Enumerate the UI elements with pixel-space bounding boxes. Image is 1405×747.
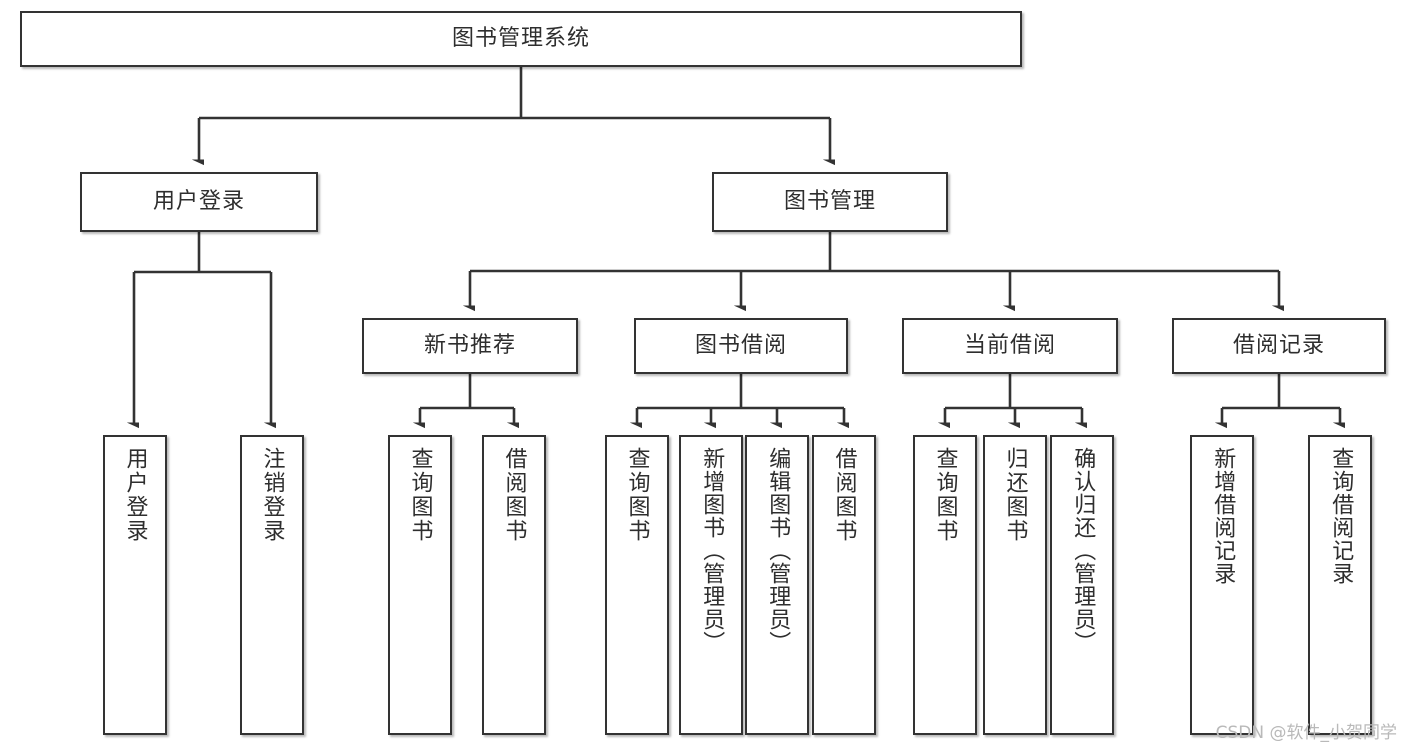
node-leaf-query-book-nr-label: 查询图书 xyxy=(407,447,433,543)
node-leaf-query-book-bb-label: 查询图书 xyxy=(624,447,650,543)
node-leaf-borrow-book-nr-label: 借阅图书 xyxy=(501,447,527,543)
node-leaf-borrow-book-bb[interactable]: 借阅图书 xyxy=(812,435,876,735)
node-leaf-query-borrow-record-label: 查询借阅记录 xyxy=(1328,447,1354,585)
node-leaf-add-book-admin-label: 新增图书（管理员） xyxy=(699,447,725,654)
node-new-book-recommend[interactable]: 新书推荐 xyxy=(362,318,578,374)
node-leaf-user-logout-label: 注销登录 xyxy=(259,447,285,543)
node-new-book-recommend-label: 新书推荐 xyxy=(423,332,516,358)
node-leaf-query-book-cb[interactable]: 查询图书 xyxy=(913,435,977,735)
node-current-borrow[interactable]: 当前借阅 xyxy=(902,318,1118,374)
watermark: CSDN @软件_小贺同学 xyxy=(1215,723,1397,743)
node-leaf-edit-book-admin[interactable]: 编辑图书（管理员） xyxy=(745,435,809,735)
node-root[interactable]: 图书管理系统 xyxy=(20,11,1022,67)
node-leaf-confirm-return-admin[interactable]: 确认归还（管理员） xyxy=(1050,435,1114,735)
node-leaf-query-borrow-record[interactable]: 查询借阅记录 xyxy=(1308,435,1372,735)
node-leaf-return-book-label: 归还图书 xyxy=(1002,447,1028,543)
node-book-manage-label: 图书管理 xyxy=(783,188,876,214)
node-leaf-user-login[interactable]: 用户登录 xyxy=(103,435,167,735)
node-leaf-return-book[interactable]: 归还图书 xyxy=(983,435,1047,735)
node-leaf-add-borrow-record[interactable]: 新增借阅记录 xyxy=(1190,435,1254,735)
node-leaf-query-book-nr[interactable]: 查询图书 xyxy=(388,435,452,735)
node-leaf-borrow-book-nr[interactable]: 借阅图书 xyxy=(482,435,546,735)
node-book-manage[interactable]: 图书管理 xyxy=(712,172,948,232)
node-leaf-borrow-book-bb-label: 借阅图书 xyxy=(831,447,857,543)
node-borrow-record-label: 借阅记录 xyxy=(1232,332,1325,358)
node-user-login-label: 用户登录 xyxy=(152,188,245,214)
node-user-login[interactable]: 用户登录 xyxy=(80,172,318,232)
node-leaf-edit-book-admin-label: 编辑图书（管理员） xyxy=(765,447,791,654)
node-leaf-query-book-cb-label: 查询图书 xyxy=(932,447,958,543)
node-current-borrow-label: 当前借阅 xyxy=(963,332,1056,358)
node-leaf-user-login-label: 用户登录 xyxy=(122,447,148,543)
node-book-borrow-label: 图书借阅 xyxy=(694,332,787,358)
node-book-borrow[interactable]: 图书借阅 xyxy=(634,318,848,374)
node-leaf-user-logout[interactable]: 注销登录 xyxy=(240,435,304,735)
node-leaf-confirm-return-admin-label: 确认归还（管理员） xyxy=(1070,447,1096,654)
node-leaf-add-borrow-record-label: 新增借阅记录 xyxy=(1210,447,1236,585)
node-root-label: 图书管理系统 xyxy=(451,25,590,51)
node-leaf-query-book-bb[interactable]: 查询图书 xyxy=(605,435,669,735)
node-borrow-record[interactable]: 借阅记录 xyxy=(1172,318,1386,374)
node-leaf-add-book-admin[interactable]: 新增图书（管理员） xyxy=(679,435,743,735)
